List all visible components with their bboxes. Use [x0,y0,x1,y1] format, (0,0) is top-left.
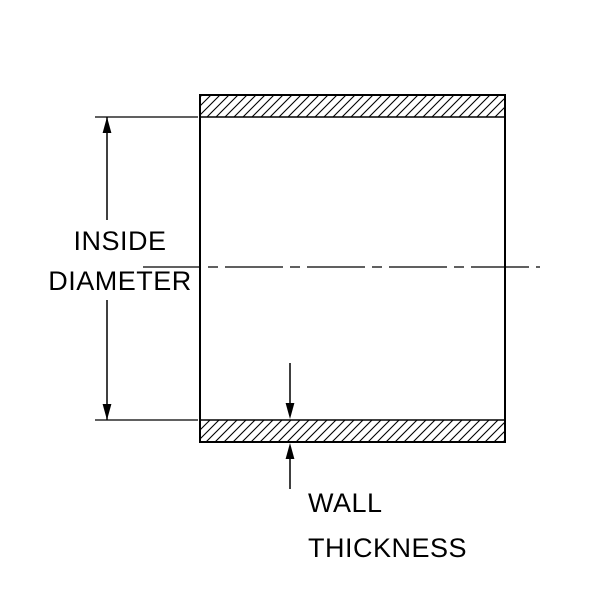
wall-thickness-arrowhead-down-icon [285,403,295,419]
wall-thickness-arrowhead-up-icon [285,443,295,459]
tube-outer-outline [199,94,506,443]
wall-thickness-label-line1: WALL [308,488,383,518]
inside-diameter-arrowhead-up-icon [102,117,112,133]
inside-diameter-label-line2: DIAMETER [48,266,192,296]
bottom-wall-hatching [200,420,505,442]
inside-diameter-label-line1: INSIDE [73,226,166,256]
inside-diameter-arrowhead-down-icon [102,404,112,420]
top-wall-hatching [200,95,505,117]
wall-thickness-label-line2: THICKNESS [308,533,467,563]
